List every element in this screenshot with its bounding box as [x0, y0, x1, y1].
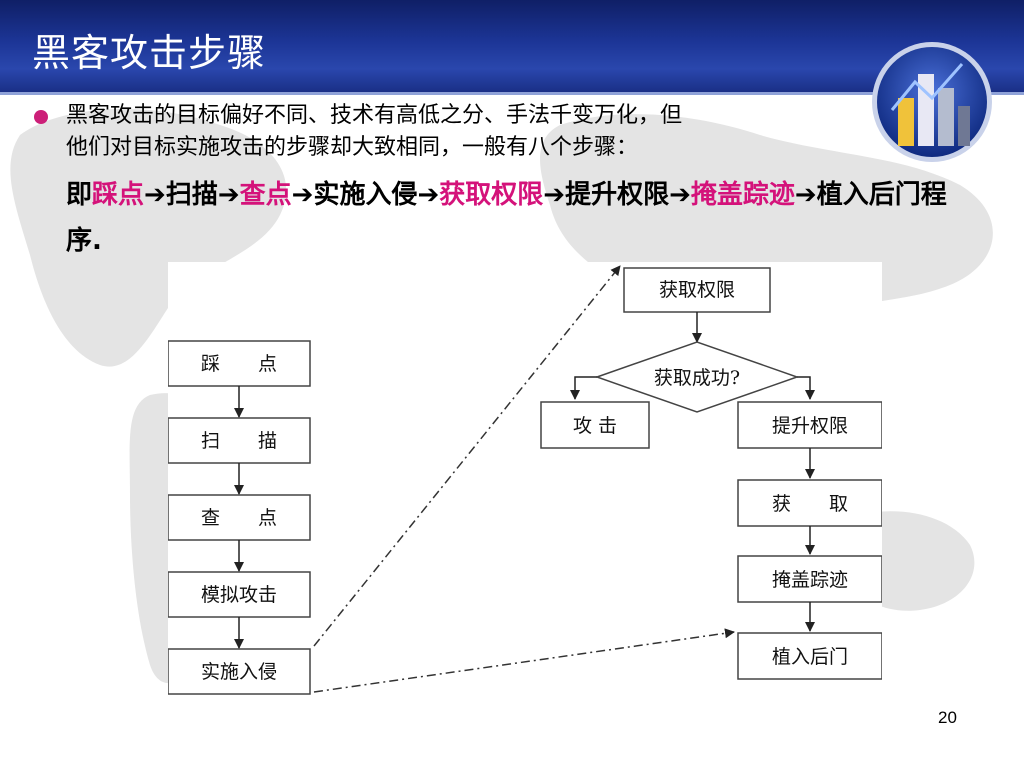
- slide-header: [0, 0, 1024, 92]
- step-1: 踩点: [92, 180, 145, 210]
- arrow-decision-yes: [797, 376, 815, 400]
- steps-sequence: 即踩点➔扫描➔查点➔实施入侵➔获取权限➔提升权限➔掩盖踪迹➔植入后门程序.: [66, 172, 966, 264]
- box-scan-label: 扫 描: [201, 430, 277, 452]
- bullet-paragraph: 黑客攻击的目标偏好不同、技术有高低之分、手法千变万化，但 他们对目标实施攻击的步…: [66, 100, 886, 164]
- step-7: 掩盖踪迹: [690, 180, 795, 210]
- step-8: 植入后门程序: [66, 180, 947, 256]
- decision-label: 获取成功?: [654, 367, 740, 389]
- step-arrow-icon: ➔: [217, 180, 240, 210]
- attack-flowchart: 踩 点 扫 描 查 点 模拟攻击 实施入侵 获取权限 获取成功? 攻 击 提升权…: [168, 262, 882, 702]
- step-3: 查点: [239, 180, 292, 210]
- bullet-line-2: 他们对目标实施攻击的步骤却大致相同，一般有八个步骤：: [66, 135, 639, 160]
- steps-end: .: [92, 226, 102, 256]
- box-attack: [540, 401, 650, 449]
- bullet-line-1: 黑客攻击的目标偏好不同、技术有高低之分、手法千变万化，但: [66, 103, 683, 128]
- step-2: 扫描: [165, 180, 218, 210]
- step-5: 获取权限: [439, 180, 544, 210]
- page-number: 20: [938, 708, 957, 727]
- box-plant-backdoor-label: 植入后门: [772, 646, 848, 668]
- box-enumerate: [168, 494, 311, 541]
- bullet-icon: [34, 110, 48, 124]
- step-arrow-icon: ➔: [794, 180, 817, 210]
- box-footprint-label: 踩 点: [201, 353, 277, 375]
- steps-prefix: 即: [66, 180, 93, 210]
- step-arrow-icon: ➔: [543, 180, 566, 210]
- slide-title: 黑客攻击步骤: [32, 31, 267, 75]
- bar-chart-logo-icon: [872, 42, 992, 162]
- dashed-arrow-to-privilege: [313, 265, 621, 647]
- step-4: 实施入侵: [313, 180, 418, 210]
- box-attack-label: 攻 击: [573, 415, 617, 437]
- box-plant-backdoor: [737, 632, 882, 680]
- step-6: 提升权限: [565, 180, 670, 210]
- arrow-decision-no: [570, 376, 597, 400]
- box-cover-tracks-label: 掩盖踪迹: [772, 569, 848, 591]
- box-scan: [168, 417, 311, 464]
- box-enumerate-label: 查 点: [201, 507, 277, 529]
- box-obtain-label: 获 取: [772, 493, 848, 515]
- dashed-arrow-to-backdoor: [313, 628, 735, 693]
- step-arrow-icon: ➔: [669, 180, 691, 210]
- box-gain-privilege: [623, 267, 771, 313]
- box-intrusion-label: 实施入侵: [201, 661, 277, 683]
- box-escalate-privilege: [737, 401, 882, 449]
- step-arrow-icon: ➔: [144, 180, 166, 210]
- box-intrusion: [168, 648, 311, 695]
- box-gain-privilege-label: 获取权限: [659, 279, 735, 301]
- box-escalate-privilege-label: 提升权限: [772, 415, 848, 437]
- box-simulate-attack-label: 模拟攻击: [201, 584, 277, 606]
- step-arrow-icon: ➔: [291, 180, 314, 210]
- header-divider: [0, 92, 1024, 95]
- box-cover-tracks: [737, 555, 882, 603]
- box-obtain: [737, 479, 882, 527]
- step-arrow-icon: ➔: [417, 180, 440, 210]
